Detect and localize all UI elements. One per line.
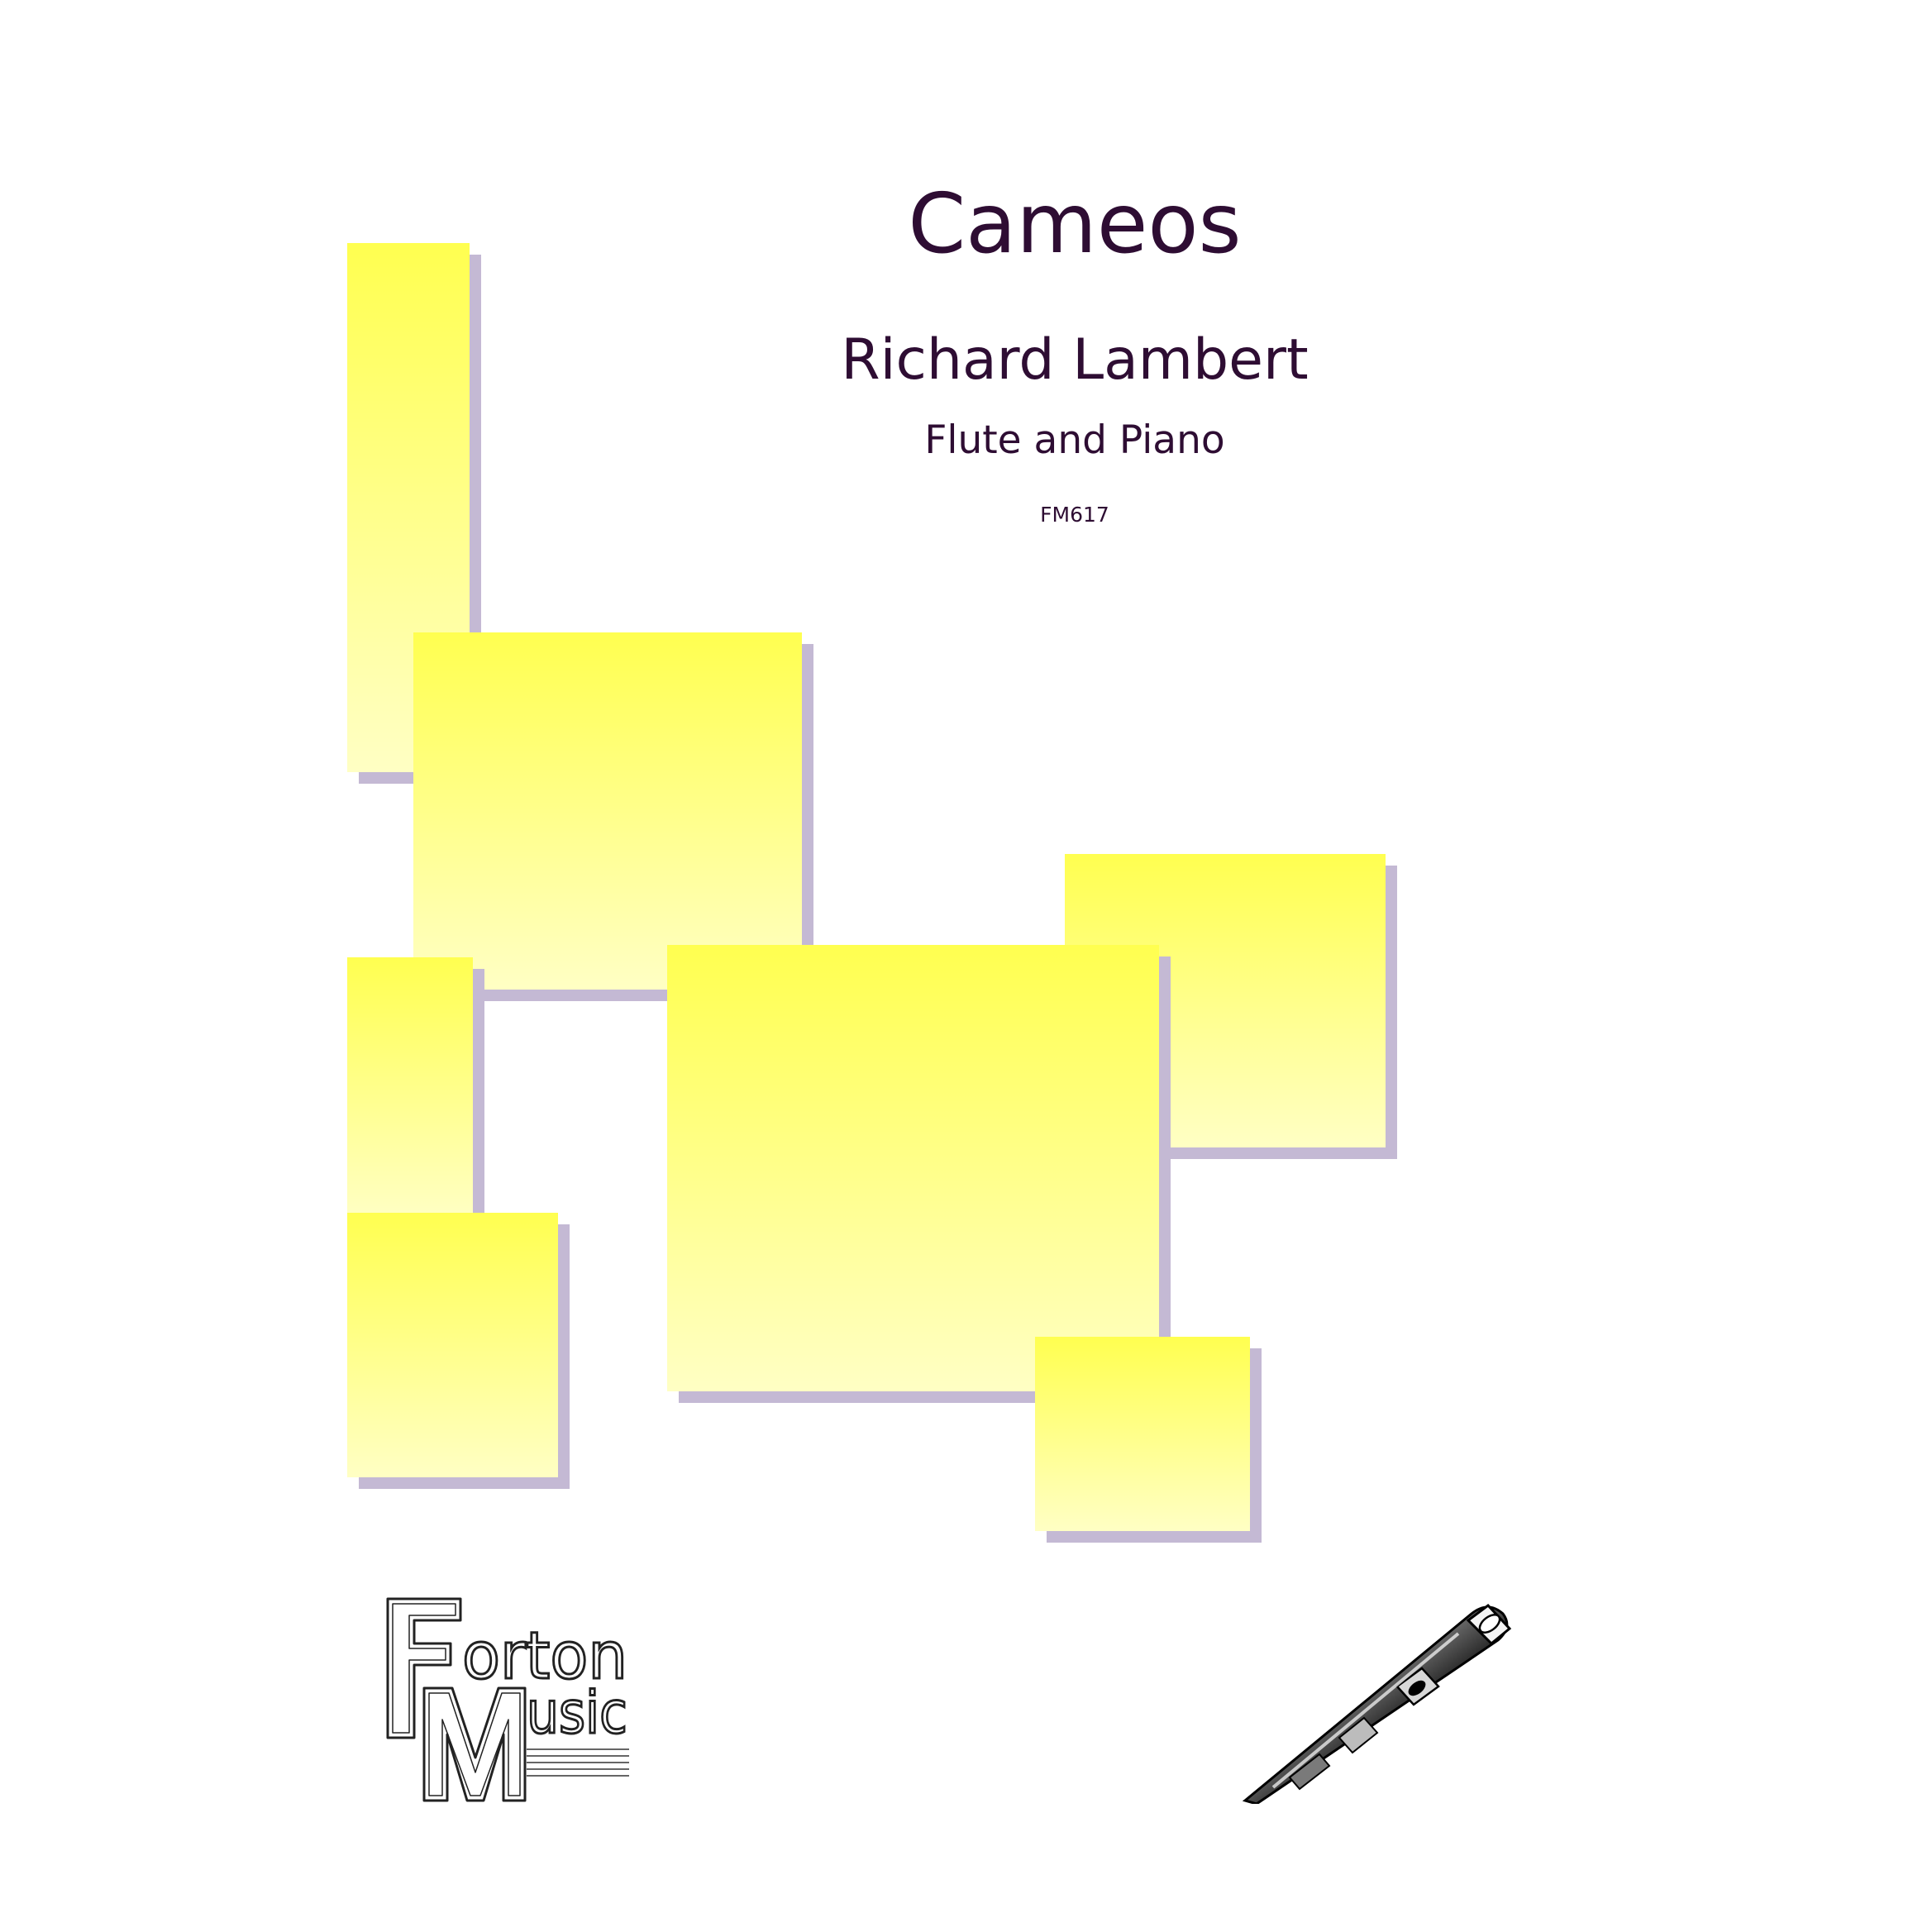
instrumentation: Flute and Piano	[924, 417, 1225, 463]
decorative-block-4	[347, 1213, 558, 1477]
logo-wordmark-orton: orton	[462, 1620, 627, 1694]
catalogue-number: FM617	[1040, 503, 1109, 527]
decorative-block-6	[667, 945, 1159, 1391]
forton-music-logo-icon: orton usic	[386, 1597, 629, 1802]
composer-name: Richard Lambert	[841, 327, 1309, 393]
flute-headjoint-icon	[1242, 1603, 1512, 1804]
decorative-block-7	[1035, 1337, 1250, 1531]
cover-title: Cameos	[908, 175, 1242, 272]
decorative-block-3	[347, 957, 473, 1219]
logo-wordmark-usic: usic	[527, 1679, 627, 1747]
decorative-block-2	[413, 632, 802, 990]
